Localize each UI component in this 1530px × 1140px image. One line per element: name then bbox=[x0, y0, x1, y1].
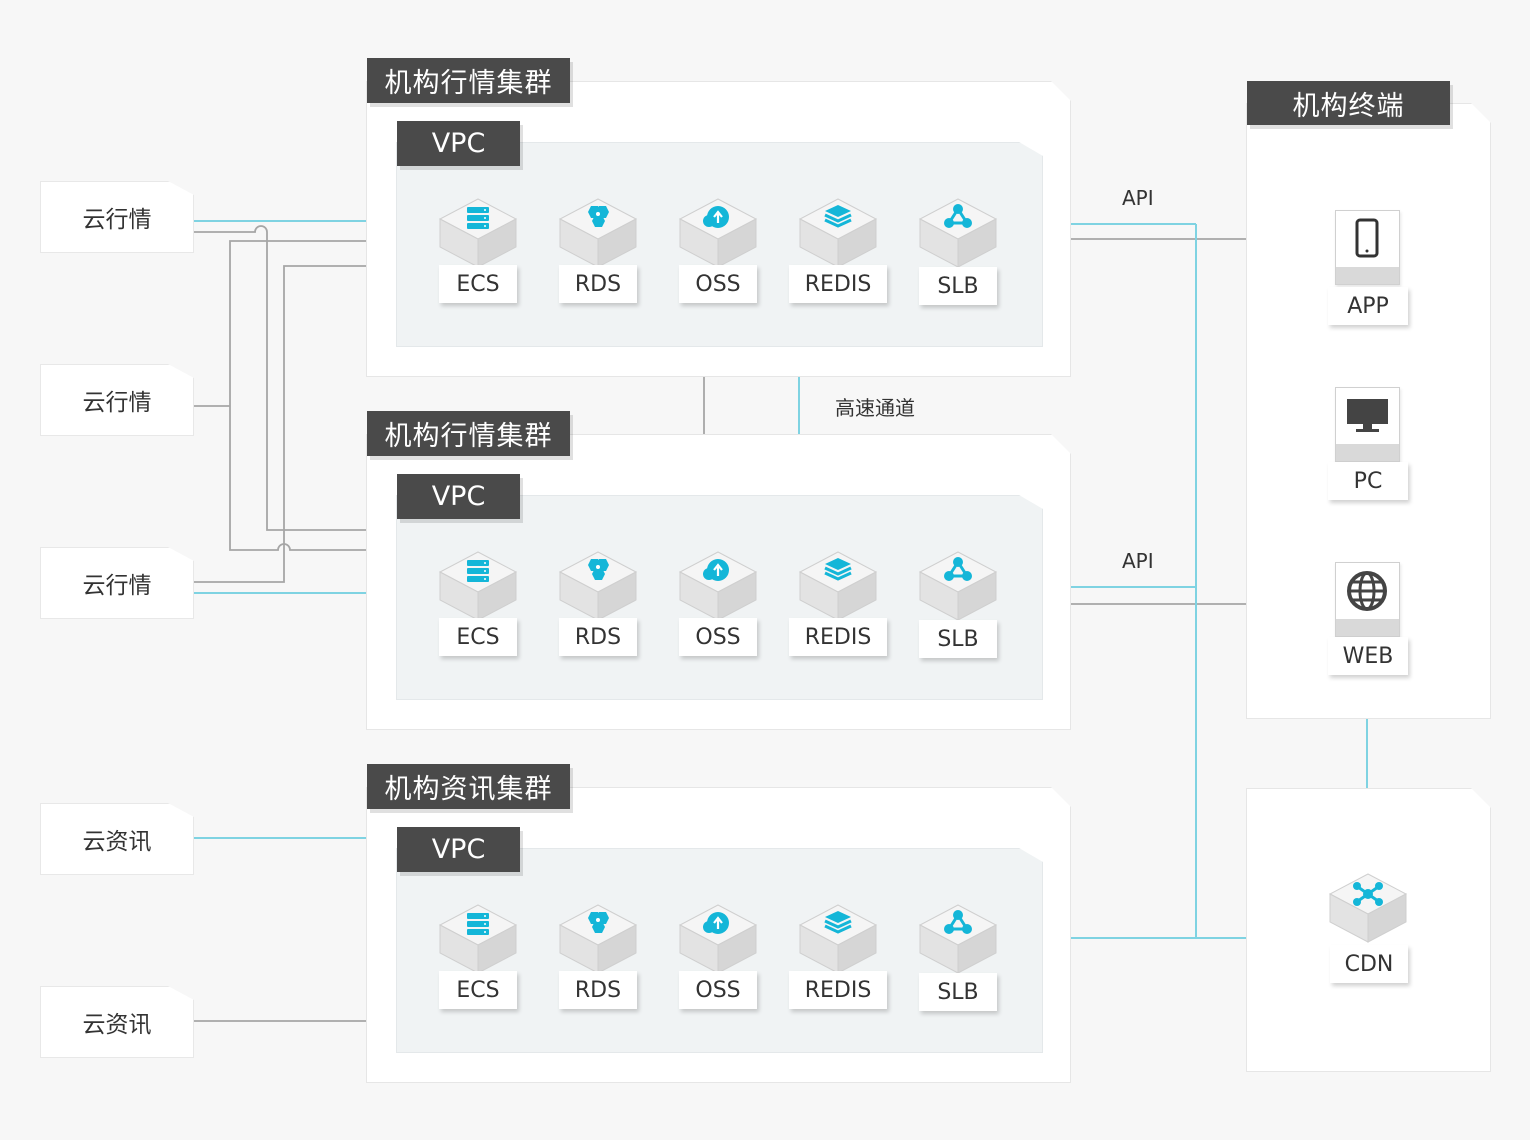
service-redis: REDIS bbox=[788, 546, 888, 676]
source-label: 云行情 bbox=[82, 390, 152, 416]
database-hex-icon bbox=[558, 551, 638, 621]
service-redis: REDIS bbox=[788, 899, 888, 1029]
service-label: REDIS bbox=[789, 971, 887, 1009]
cluster-title-2: 机构行情集群 bbox=[367, 411, 570, 456]
cloud-upload-icon bbox=[678, 904, 758, 974]
service-label: RDS bbox=[559, 618, 637, 656]
server-stack-icon bbox=[438, 904, 518, 974]
vpc-label: VPC bbox=[431, 834, 486, 865]
service-ecs: ECS bbox=[428, 899, 528, 1029]
service-ecs: ECS bbox=[428, 193, 528, 323]
database-hex-icon bbox=[558, 904, 638, 974]
vpc-label: VPC bbox=[431, 481, 486, 512]
service-slb: SLB bbox=[908, 193, 1008, 323]
service-slb: SLB bbox=[908, 899, 1008, 1029]
api-label-mid: API bbox=[1122, 549, 1154, 573]
source-label: 云资讯 bbox=[82, 1012, 152, 1038]
cluster-title-text: 机构资讯集群 bbox=[384, 774, 553, 805]
source-cloud-news-1: 云资讯 bbox=[40, 803, 194, 875]
cluster-title-text: 机构行情集群 bbox=[384, 68, 553, 99]
service-oss: OSS bbox=[668, 546, 768, 676]
load-balancer-icon bbox=[918, 551, 998, 621]
cloud-upload-icon bbox=[678, 551, 758, 621]
service-rds: RDS bbox=[548, 546, 648, 676]
service-oss: OSS bbox=[668, 899, 768, 1029]
device-label: APP bbox=[1328, 287, 1408, 325]
load-balancer-icon bbox=[918, 198, 998, 268]
api-label-top: API bbox=[1122, 186, 1154, 210]
layers-stack-icon bbox=[798, 551, 878, 621]
service-label: ECS bbox=[439, 971, 517, 1009]
cdn-node: CDN bbox=[1318, 868, 1418, 998]
service-label: SLB bbox=[919, 973, 997, 1011]
source-cloud-quote-3: 云行情 bbox=[40, 547, 194, 619]
load-balancer-icon bbox=[918, 904, 998, 974]
layers-stack-icon bbox=[798, 198, 878, 268]
vpc-tag-3: VPC bbox=[397, 827, 520, 872]
service-label: SLB bbox=[919, 620, 997, 658]
service-label: OSS bbox=[679, 265, 757, 303]
vpc-tag-1: VPC bbox=[397, 121, 520, 166]
service-label: OSS bbox=[679, 971, 757, 1009]
device-label: PC bbox=[1328, 462, 1408, 500]
fast-channel-label: 高速通道 bbox=[835, 396, 915, 420]
service-label: OSS bbox=[679, 618, 757, 656]
terminal-title-text: 机构终端 bbox=[1292, 90, 1405, 122]
service-label: ECS bbox=[439, 265, 517, 303]
layers-stack-icon bbox=[798, 904, 878, 974]
service-rds: RDS bbox=[548, 899, 648, 1029]
cloud-upload-icon bbox=[678, 198, 758, 268]
service-label: RDS bbox=[559, 265, 637, 303]
server-stack-icon bbox=[438, 198, 518, 268]
service-label: RDS bbox=[559, 971, 637, 1009]
service-slb: SLB bbox=[908, 546, 1008, 676]
service-oss: OSS bbox=[668, 193, 768, 323]
cdn-network-icon bbox=[1328, 873, 1408, 943]
service-label: SLB bbox=[919, 267, 997, 305]
service-label: REDIS bbox=[789, 265, 887, 303]
cdn-label: CDN bbox=[1330, 945, 1408, 983]
smartphone-icon bbox=[1335, 210, 1400, 285]
terminal-title: 机构终端 bbox=[1247, 81, 1450, 125]
source-label: 云行情 bbox=[82, 573, 152, 599]
source-label: 云资讯 bbox=[82, 829, 152, 855]
database-hex-icon bbox=[558, 198, 638, 268]
service-rds: RDS bbox=[548, 193, 648, 323]
monitor-icon bbox=[1335, 387, 1400, 462]
source-cloud-quote-2: 云行情 bbox=[40, 364, 194, 436]
server-stack-icon bbox=[438, 551, 518, 621]
source-label: 云行情 bbox=[82, 207, 152, 233]
source-cloud-quote-1: 云行情 bbox=[40, 181, 194, 253]
cluster-title-text: 机构行情集群 bbox=[384, 421, 553, 452]
service-label: ECS bbox=[439, 618, 517, 656]
source-cloud-news-2: 云资讯 bbox=[40, 986, 194, 1058]
service-redis: REDIS bbox=[788, 193, 888, 323]
vpc-label: VPC bbox=[431, 128, 486, 159]
service-ecs: ECS bbox=[428, 546, 528, 676]
cluster-title-1: 机构行情集群 bbox=[367, 58, 570, 103]
vpc-tag-2: VPC bbox=[397, 474, 520, 519]
service-label: REDIS bbox=[789, 618, 887, 656]
device-label: WEB bbox=[1328, 637, 1408, 675]
cluster-title-3: 机构资讯集群 bbox=[367, 764, 570, 809]
globe-icon bbox=[1335, 562, 1400, 637]
